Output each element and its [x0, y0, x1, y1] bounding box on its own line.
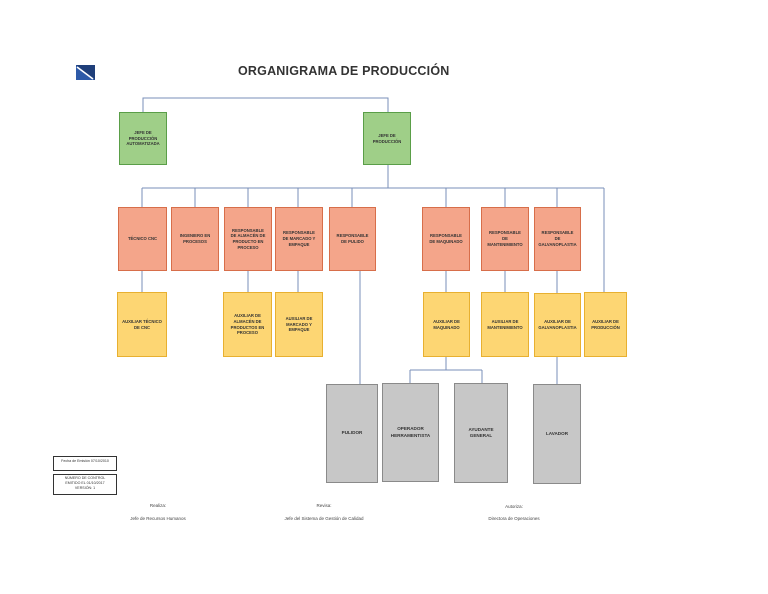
signature-label-autoriza: Autoriza: — [505, 504, 523, 509]
company-logo-icon — [76, 65, 95, 80]
control-version: VERSIÓN: 1 — [74, 486, 96, 491]
node-responsable-pulido: RESPONSABLE DE PULIDO — [329, 207, 376, 271]
node-responsable-galvanoplastia: RESPONSABLE DE GALVANOPLASTIA — [534, 207, 581, 271]
control-emitted-date: EMITIDO EL 01/10/2017 — [65, 481, 105, 486]
signature-role-autoriza: Directora de Operaciones — [488, 516, 540, 521]
node-auxiliar-maquinado: AUXILIAR DE MAQUINADO — [423, 292, 470, 357]
node-lavador: LAVADOR — [533, 384, 581, 484]
node-tecnico-cnc: TÉCNICO CNC — [118, 207, 167, 271]
issue-date-text: Fecha de Emisión 07/10/2010 — [61, 459, 109, 463]
node-jefe-produccion: JEFE DE PRODUCCIÓN — [363, 112, 411, 165]
signature-label-revisa: Revisa: — [316, 503, 332, 508]
page-title: ORGANIGRAMA DE PRODUCCIÓN — [238, 64, 450, 78]
signature-label-realiza: Realiza: — [149, 503, 167, 508]
node-responsable-marcado: RESPONSABLE DE MARCADO Y EMPAQUE — [275, 207, 323, 271]
node-ayudante-general: AYUDANTE GENERAL — [454, 383, 508, 483]
issue-date-box: Fecha de Emisión 07/10/2010 — [53, 456, 117, 471]
node-jefe-produccion-automatizada: JEFE DE PRODUCCIÓN AUTOMATIZADA — [119, 112, 167, 165]
node-pulidor: PULIDOR — [326, 384, 378, 483]
node-ingeniero-procesos: INGENIERO EN PROCESOS — [171, 207, 219, 271]
node-auxiliar-produccion: AUXILIAR DE PRODUCCIÓN — [584, 292, 627, 357]
node-auxiliar-tecnico-cnc: AUXILIAR TÉCNICO DE CNC — [117, 292, 167, 357]
node-operador-herramentista: OPERADOR HERRAMENTISTA — [382, 383, 439, 482]
control-number-box: NÚMERO DE CONTROL EMITIDO EL 01/10/2017 … — [53, 474, 117, 495]
node-responsable-almacen: RESPONSABLE DE ALMACÉN DE PRODUCTO EN PR… — [224, 207, 272, 271]
signature-role-realiza: Jefe de Recursos Humanos — [130, 516, 186, 521]
node-responsable-maquinado: RESPONSABLE DE MAQUINADO — [422, 207, 470, 271]
control-number-label: NÚMERO DE CONTROL — [64, 476, 106, 480]
node-responsable-mantenimiento: RESPONSABLE DE MANTENIMIENTO — [481, 207, 529, 271]
node-auxiliar-mantenimiento: AUXILIAR DE MANTENIMIENTO — [481, 292, 529, 357]
signature-role-revisa: Jefe del Sistema de Gestión de Calidad — [284, 516, 364, 521]
node-auxiliar-almacen: AUXILIAR DE ALMACÉN DE PRODUCTOS EN PROC… — [223, 292, 272, 357]
node-auxiliar-galvanoplastia: AUXILIAR DE GALVANOPLASTIA — [534, 293, 581, 357]
node-auxiliar-marcado: AUXILIAR DE MARCADO Y EMPAQUE — [275, 292, 323, 357]
